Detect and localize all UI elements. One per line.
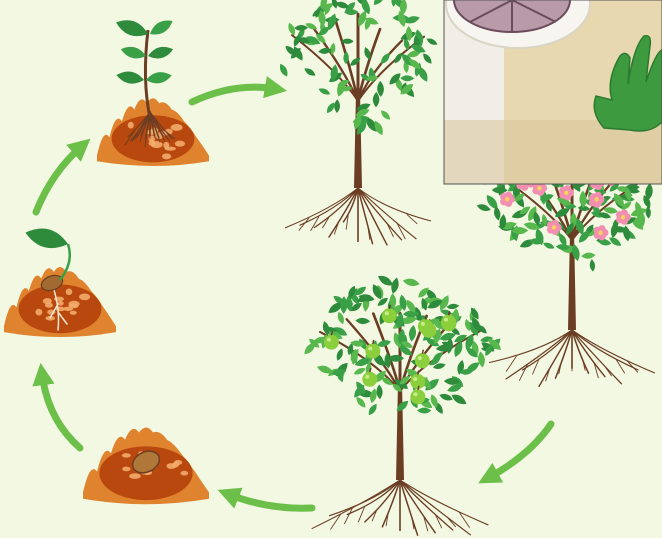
roots-icon	[490, 330, 655, 386]
apple-icon	[362, 368, 377, 387]
roots-icon	[285, 188, 430, 245]
cycle-arrow-icon	[488, 424, 551, 478]
flower-icon	[594, 225, 609, 240]
cycle-arrow-icon	[42, 374, 80, 448]
soil-mound-icon	[94, 98, 209, 166]
cycle-arrow-icon	[228, 494, 312, 508]
fruiting-tree-icon	[302, 273, 503, 535]
roots-icon	[312, 480, 488, 535]
flower-icon	[500, 192, 515, 207]
cycle-arrow-icon	[36, 146, 82, 212]
sprouting-seed-icon	[1, 224, 116, 337]
seedling-icon	[94, 16, 209, 166]
photo-layer	[444, 0, 662, 184]
cycle-arrow-icon	[192, 87, 276, 102]
handprint-photo-icon	[444, 0, 662, 184]
seed-in-soil-icon	[80, 428, 210, 505]
apple-icon	[415, 350, 430, 369]
apple-icon	[410, 386, 425, 405]
young-tree-icon	[278, 0, 439, 245]
